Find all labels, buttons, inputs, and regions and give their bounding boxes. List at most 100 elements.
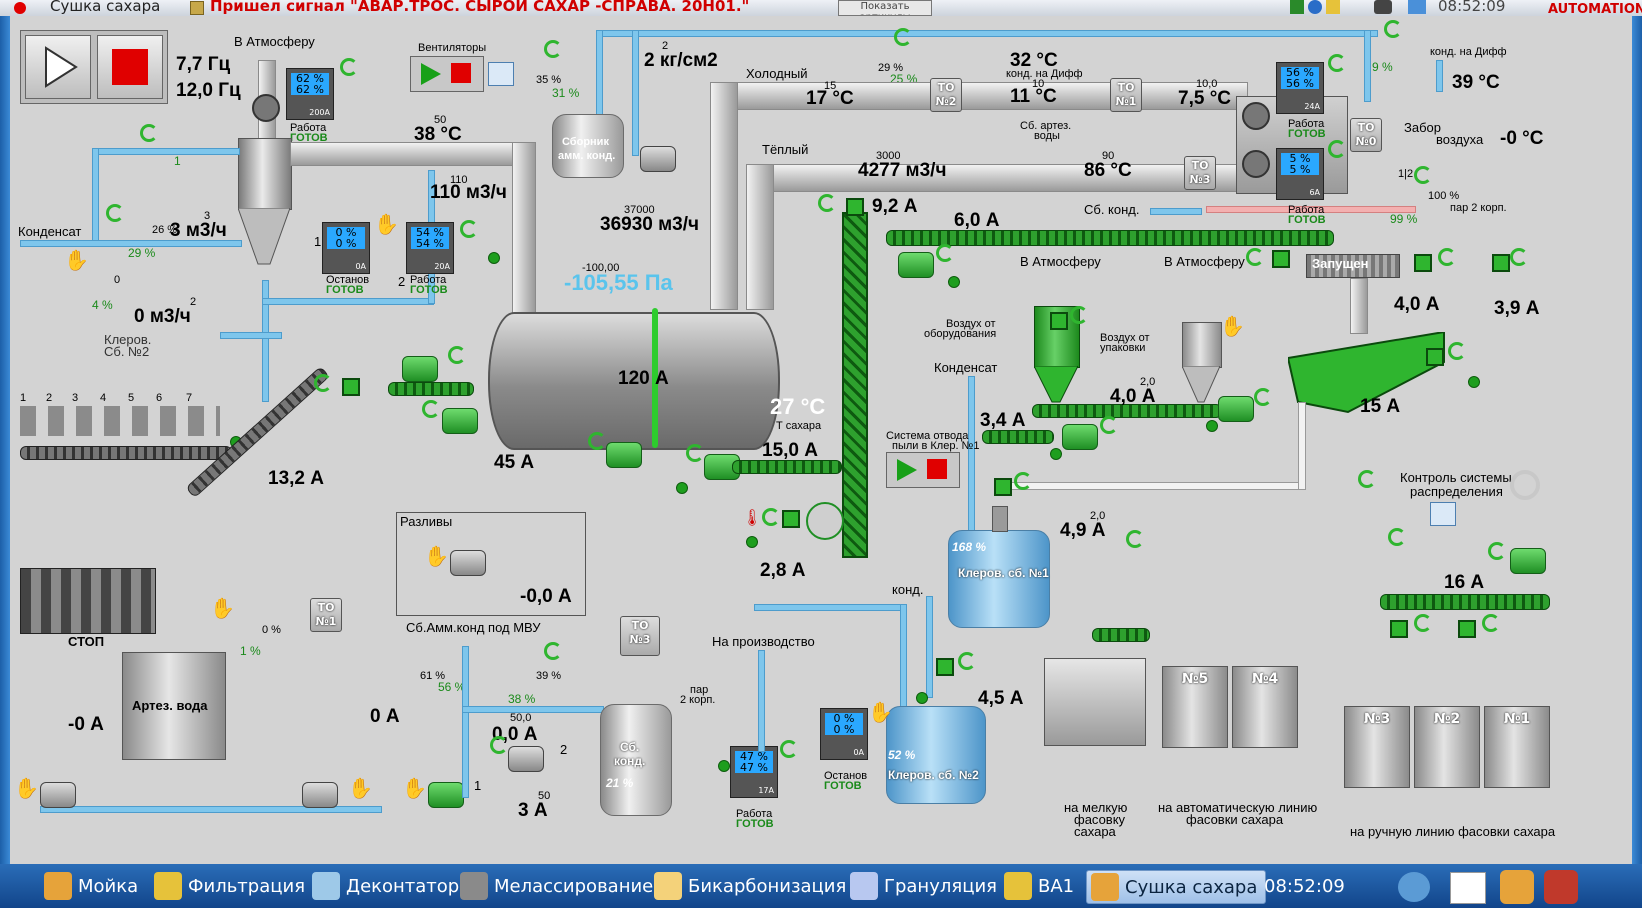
- fans-start-icon[interactable]: [417, 61, 443, 87]
- refresh-icon[interactable]: [314, 374, 332, 392]
- spill-pump[interactable]: [450, 550, 486, 576]
- gear-icon[interactable]: [1398, 872, 1430, 902]
- tank2-cell[interactable]: [936, 658, 954, 676]
- refresh-icon[interactable]: [958, 652, 976, 670]
- dust-start-icon[interactable]: [893, 457, 919, 483]
- manual-hand-icon[interactable]: ✋: [868, 700, 893, 724]
- main-start-button[interactable]: [25, 35, 91, 99]
- tab-filtration[interactable]: Фильтрация: [154, 870, 305, 902]
- discharge-conveyor[interactable]: [732, 460, 842, 474]
- refresh-icon[interactable]: [818, 194, 836, 212]
- drying-drum[interactable]: [488, 312, 780, 450]
- tab-granulation[interactable]: Грануляция: [850, 870, 997, 902]
- manual-hand-icon[interactable]: ✋: [210, 596, 235, 620]
- stop-conveyor-hopper[interactable]: [20, 568, 156, 634]
- tab-decontator[interactable]: Деконтатор: [312, 870, 459, 902]
- bin-conveyor[interactable]: [20, 446, 232, 460]
- exit-icon[interactable]: [1544, 870, 1578, 904]
- silo-2[interactable]: №2: [1414, 706, 1480, 788]
- tray-icon-warning[interactable]: [1326, 0, 1340, 14]
- heat-exchanger-2[interactable]: ТО №2: [930, 78, 962, 112]
- tray-icon-telegram[interactable]: [1408, 0, 1426, 14]
- heat-exchanger-3[interactable]: ТО №3: [1184, 156, 1216, 190]
- cyclone-1-cell[interactable]: [1050, 312, 1068, 330]
- refresh-icon[interactable]: [1328, 140, 1346, 158]
- conveyor-16-motor[interactable]: [1510, 548, 1546, 574]
- manual-hand-icon[interactable]: ✋: [374, 212, 399, 236]
- manual-hand-icon[interactable]: ✋: [14, 776, 39, 800]
- dust-cyclone-2[interactable]: [1182, 322, 1222, 368]
- fans-stop-icon[interactable]: [451, 63, 471, 83]
- conveyor-3-4-motor[interactable]: [1062, 424, 1098, 450]
- refresh-icon[interactable]: [1438, 248, 1456, 266]
- amm-pump-2[interactable]: [508, 746, 544, 772]
- heat-exchanger-bottom-3[interactable]: ТО №3: [620, 616, 660, 656]
- elevator-motor[interactable]: [846, 198, 864, 216]
- manual-hand-icon[interactable]: ✋: [402, 776, 427, 800]
- heat-exchanger-1[interactable]: ТО №1: [1110, 78, 1142, 112]
- refresh-icon[interactable]: [936, 244, 954, 262]
- refresh-icon[interactable]: [544, 40, 562, 58]
- engineer-icon[interactable]: [1500, 870, 1534, 904]
- vibro-sieve[interactable]: [1288, 332, 1448, 416]
- sieve-cell-left[interactable]: [1272, 250, 1290, 268]
- articles-button[interactable]: Показать артикулы: [838, 0, 932, 16]
- refresh-icon[interactable]: [140, 124, 158, 142]
- silo-3[interactable]: №3: [1344, 706, 1410, 788]
- amm-pump-1[interactable]: [428, 782, 464, 808]
- silo-1[interactable]: №1: [1484, 706, 1550, 788]
- klerov-tank-2[interactable]: [886, 706, 986, 804]
- cell-39[interactable]: [1492, 254, 1510, 272]
- dust-stop-icon[interactable]: [927, 459, 947, 479]
- manual-hand-icon[interactable]: ✋: [348, 776, 373, 800]
- trend-chart-icon[interactable]: [1450, 872, 1486, 904]
- tab-moika[interactable]: Мойка: [44, 870, 138, 902]
- refresh-icon[interactable]: [106, 204, 124, 222]
- sieve-unit[interactable]: [1306, 254, 1400, 278]
- vfd-panel-54[interactable]: 54 %54 % 20A: [406, 222, 454, 274]
- refresh-icon[interactable]: [1414, 166, 1432, 184]
- heat-exchanger-0[interactable]: ТО №0: [1350, 118, 1382, 152]
- refresh-icon[interactable]: [1328, 54, 1346, 72]
- tray-icon-device[interactable]: [1374, 0, 1392, 14]
- feed-valve[interactable]: [342, 378, 360, 396]
- refresh-icon[interactable]: [460, 220, 478, 238]
- sb-kond-tank[interactable]: [600, 704, 672, 816]
- refresh-icon[interactable]: [1254, 388, 1272, 406]
- rotary-valve[interactable]: [806, 502, 844, 540]
- refresh-icon[interactable]: [422, 400, 440, 418]
- refresh-icon[interactable]: [1388, 528, 1406, 546]
- refresh-icon[interactable]: [1126, 530, 1144, 548]
- vfd-panel-5[interactable]: 5 %5 % 6A: [1276, 148, 1324, 200]
- tab-bicarb[interactable]: Бикарбонизация: [654, 870, 846, 902]
- screw-conveyor-3-4[interactable]: [982, 430, 1054, 444]
- manual-hand-icon[interactable]: ✋: [1220, 314, 1245, 338]
- artez-water-tank[interactable]: [122, 652, 226, 760]
- alarm-message[interactable]: Пришел сигнал "АВАР.ТРОС. СЫРОЙ САХАР -С…: [210, 0, 750, 15]
- sieve-cell-right[interactable]: [1414, 254, 1432, 272]
- trend-icon[interactable]: [488, 62, 514, 86]
- amm-cond-collector[interactable]: [552, 114, 624, 178]
- vfd-panel-56[interactable]: 56 %56 % 24A: [1276, 62, 1324, 114]
- refresh-icon[interactable]: [1358, 470, 1376, 488]
- tab-va1[interactable]: ВА1: [1004, 870, 1074, 902]
- refresh-icon[interactable]: [1070, 306, 1088, 324]
- heat-exchanger-bottom-1[interactable]: ТО №1: [310, 598, 342, 632]
- refresh-icon[interactable]: [780, 740, 798, 758]
- screw-conveyor-16[interactable]: [1380, 594, 1550, 610]
- feed-screw-conveyor[interactable]: [388, 382, 474, 396]
- feed-motor[interactable]: [402, 356, 438, 382]
- refresh-icon[interactable]: [1510, 248, 1528, 266]
- refresh-icon[interactable]: [894, 28, 912, 46]
- vfd-panel-47[interactable]: 47 %47 % 17A: [730, 746, 778, 798]
- refresh-icon[interactable]: [1414, 614, 1432, 632]
- refresh-icon[interactable]: [1488, 542, 1506, 560]
- pump-artez-1[interactable]: [40, 782, 76, 808]
- silo-4[interactable]: №4: [1232, 666, 1298, 748]
- drum-motor[interactable]: [606, 442, 642, 468]
- refresh-icon[interactable]: [588, 432, 606, 450]
- refresh-icon[interactable]: [1448, 342, 1466, 360]
- screw-conveyor-6[interactable]: [886, 230, 1334, 246]
- trend-icon[interactable]: [1430, 502, 1456, 526]
- refresh-icon[interactable]: [686, 444, 704, 462]
